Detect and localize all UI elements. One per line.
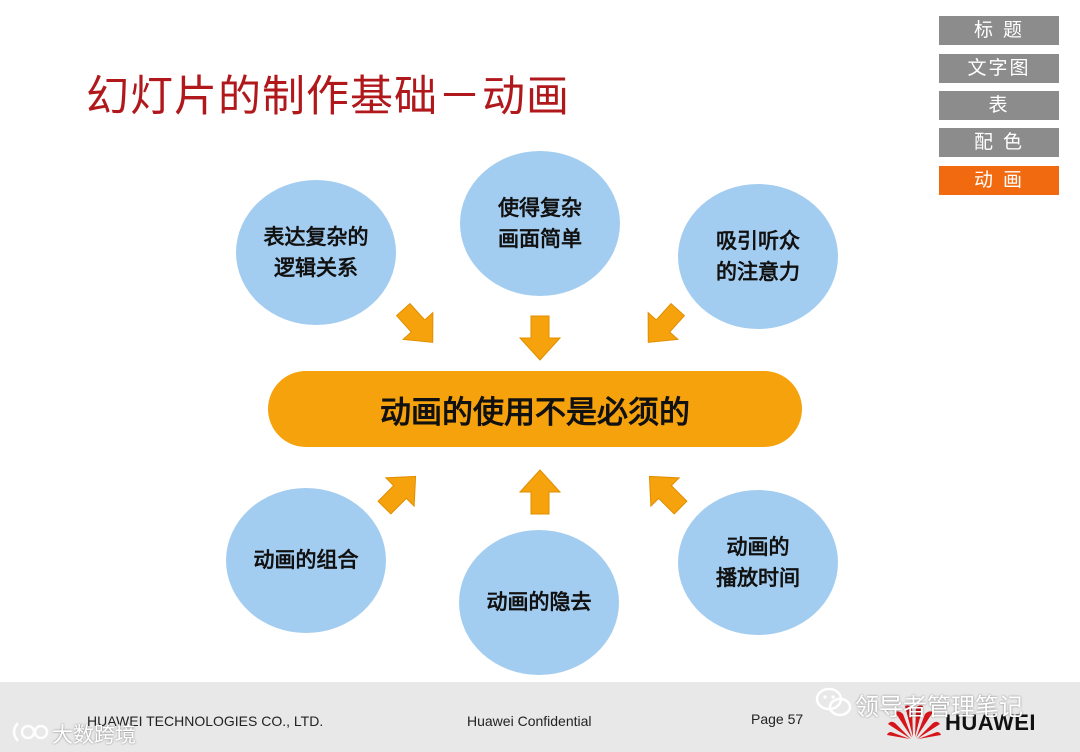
arrow-top-left <box>387 295 449 357</box>
arrow-top-center <box>519 315 561 361</box>
arrow-top-right <box>632 295 694 357</box>
arrow-bottom-left <box>369 461 431 523</box>
bubble-animation-combination: 动画的组合 <box>226 488 386 633</box>
nav-item-table[interactable]: 表 <box>939 91 1059 120</box>
watermark-right: 领导者管理笔记 <box>855 693 1023 721</box>
watermark-left: 大数跨境 <box>52 723 136 747</box>
huawei-wordmark: HUAWEI <box>945 710 1036 735</box>
center-statement: 动画的使用不是必须的 <box>268 371 802 447</box>
nav-item-text-figure[interactable]: 文字图 <box>939 54 1059 83</box>
nav-item-title[interactable]: 标 题 <box>939 16 1059 45</box>
nav-item-animation[interactable]: 动 画 <box>939 166 1059 195</box>
huawei-logo-icon <box>887 705 941 739</box>
bubble-simplify-visuals: 使得复杂 画面简单 <box>460 151 620 296</box>
arrow-bottom-center <box>519 469 561 515</box>
arrow-bottom-right <box>634 461 696 523</box>
nav-item-color[interactable]: 配 色 <box>939 128 1059 157</box>
footer-confidential: Huawei Confidential <box>467 713 592 729</box>
bubble-attract-attention: 吸引听众 的注意力 <box>678 184 838 329</box>
bubble-animation-hide: 动画的隐去 <box>459 530 619 675</box>
footer-company: HUAWEI TECHNOLOGIES CO., LTD. <box>87 713 324 729</box>
slide-title: 幻灯片的制作基础－动画 <box>86 72 570 122</box>
wechat-icon <box>815 687 852 717</box>
watermark-logo-icon <box>12 722 49 742</box>
bubble-complex-logic: 表达复杂的 逻辑关系 <box>236 180 396 325</box>
bubble-animation-timing: 动画的 播放时间 <box>678 490 838 635</box>
footer-page-number: Page 57 <box>751 711 804 727</box>
